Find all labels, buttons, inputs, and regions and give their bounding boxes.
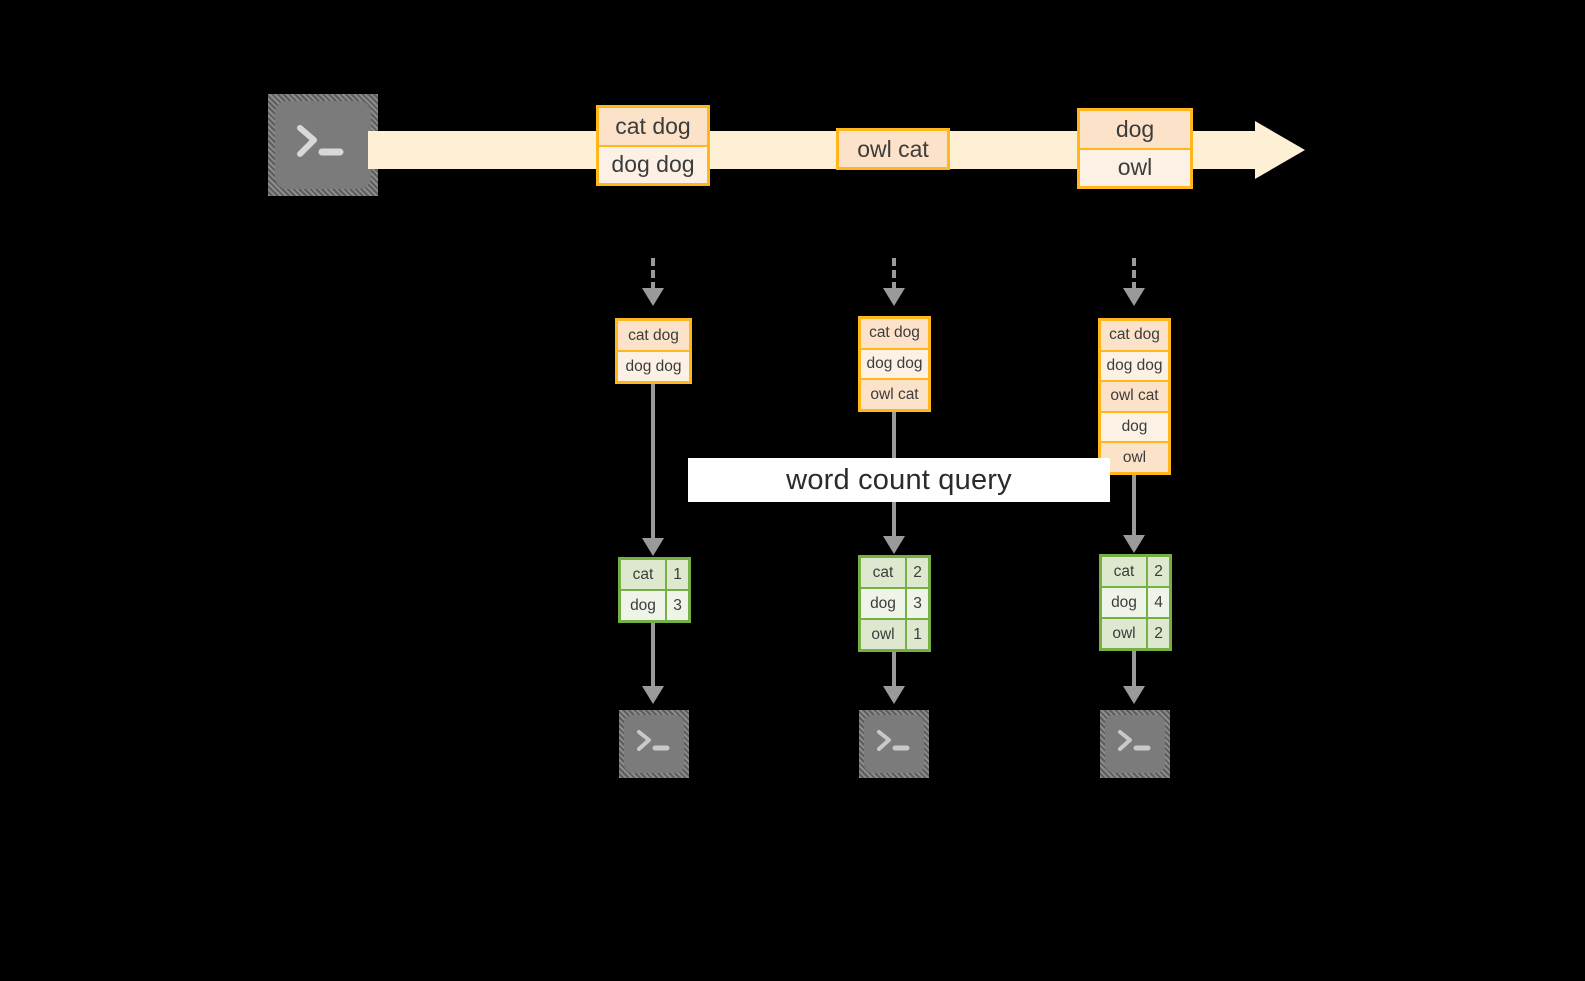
query-label: word count query	[688, 458, 1110, 502]
snapshot-connector-dashed	[892, 258, 896, 290]
result-count: 2	[907, 558, 928, 587]
result-table-row: dog 3	[861, 589, 928, 620]
stream-record[interactable]: dog owl	[1077, 108, 1193, 189]
result-word: dog	[621, 591, 667, 620]
query-flow-arrowhead	[883, 536, 905, 554]
result-word: owl	[1102, 619, 1148, 648]
query-flow-line	[1132, 475, 1136, 539]
input-table-row: owl cat	[861, 380, 928, 410]
result-table-row: dog 3	[621, 591, 688, 620]
result-count: 2	[1148, 557, 1169, 586]
input-table-row: owl	[1101, 443, 1168, 472]
source-terminal-icon[interactable]	[268, 94, 378, 196]
result-count: 3	[667, 591, 688, 620]
result-table-row: cat 2	[861, 558, 928, 589]
input-table-row: dog dog	[861, 349, 928, 381]
terminal-screen	[1105, 715, 1165, 773]
terminal-prompt-glyph	[619, 710, 689, 778]
stream-record-line: owl cat	[839, 131, 947, 167]
result-word: dog	[1102, 588, 1148, 617]
terminal-screen	[624, 715, 684, 773]
sink-terminal-icon[interactable]	[859, 710, 929, 778]
input-table[interactable]: cat dog dog dog owl cat	[858, 316, 931, 412]
sink-terminal-icon[interactable]	[1100, 710, 1170, 778]
sink-flow-arrowhead	[642, 686, 664, 704]
stream-record-line: cat dog	[599, 108, 707, 147]
terminal-prompt-glyph	[859, 710, 929, 778]
input-table-row: cat dog	[1101, 321, 1168, 352]
result-table[interactable]: cat 1 dog 3	[618, 557, 691, 623]
result-table-row: owl 2	[1102, 619, 1169, 648]
stream-record[interactable]: owl cat	[836, 128, 950, 170]
snapshot-connector-arrowhead	[883, 288, 905, 306]
sink-flow-arrowhead	[1123, 686, 1145, 704]
input-table-row: cat dog	[618, 321, 689, 352]
snapshot-connector-dashed	[651, 258, 655, 290]
result-count: 2	[1148, 619, 1169, 648]
result-table-row: dog 4	[1102, 588, 1169, 619]
result-table-row: cat 1	[621, 560, 688, 591]
result-count: 4	[1148, 588, 1169, 617]
query-flow-arrowhead	[1123, 535, 1145, 553]
result-count: 3	[907, 589, 928, 618]
input-table-row: dog dog	[618, 352, 689, 381]
query-label-text: word count query	[786, 463, 1012, 496]
result-word: cat	[1102, 557, 1148, 586]
sink-flow-arrowhead	[883, 686, 905, 704]
snapshot-connector-arrowhead	[642, 288, 664, 306]
query-flow-arrowhead	[642, 538, 664, 556]
snapshot-connector-dashed	[1132, 258, 1136, 290]
result-count: 1	[907, 620, 928, 649]
result-table[interactable]: cat 2 dog 4 owl 2	[1099, 554, 1172, 651]
stream-band-right	[1195, 131, 1263, 169]
result-word: cat	[621, 560, 667, 589]
input-table[interactable]: cat dog dog dog	[615, 318, 692, 384]
input-table-row: dog dog	[1101, 351, 1168, 383]
sink-flow-line	[651, 623, 655, 689]
stream-band	[368, 131, 1195, 169]
input-table-row: owl cat	[1101, 382, 1168, 413]
result-table[interactable]: cat 2 dog 3 owl 1	[858, 555, 931, 652]
result-table-row: owl 1	[861, 620, 928, 649]
sink-flow-line	[892, 652, 896, 690]
stream-arrowhead	[1255, 121, 1305, 179]
input-table-row: dog	[1101, 412, 1168, 444]
result-table-row: cat 2	[1102, 557, 1169, 588]
snapshot-connector-arrowhead	[1123, 288, 1145, 306]
result-word: owl	[861, 620, 907, 649]
result-word: cat	[861, 558, 907, 587]
terminal-prompt-glyph	[1100, 710, 1170, 778]
result-count: 1	[667, 560, 688, 589]
terminal-screen	[275, 101, 371, 189]
sink-flow-line	[1132, 651, 1136, 690]
terminal-prompt-glyph	[268, 94, 378, 196]
query-flow-line	[651, 384, 655, 542]
result-word: dog	[861, 589, 907, 618]
stream-record[interactable]: cat dog dog dog	[596, 105, 710, 186]
terminal-screen	[864, 715, 924, 773]
input-table-row: cat dog	[861, 319, 928, 350]
stream-record-line: owl	[1080, 149, 1190, 186]
input-table[interactable]: cat dog dog dog owl cat dog owl	[1098, 318, 1171, 475]
stream-record-line: dog	[1080, 111, 1190, 150]
sink-terminal-icon[interactable]	[619, 710, 689, 778]
stream-record-line: dog dog	[599, 146, 707, 183]
